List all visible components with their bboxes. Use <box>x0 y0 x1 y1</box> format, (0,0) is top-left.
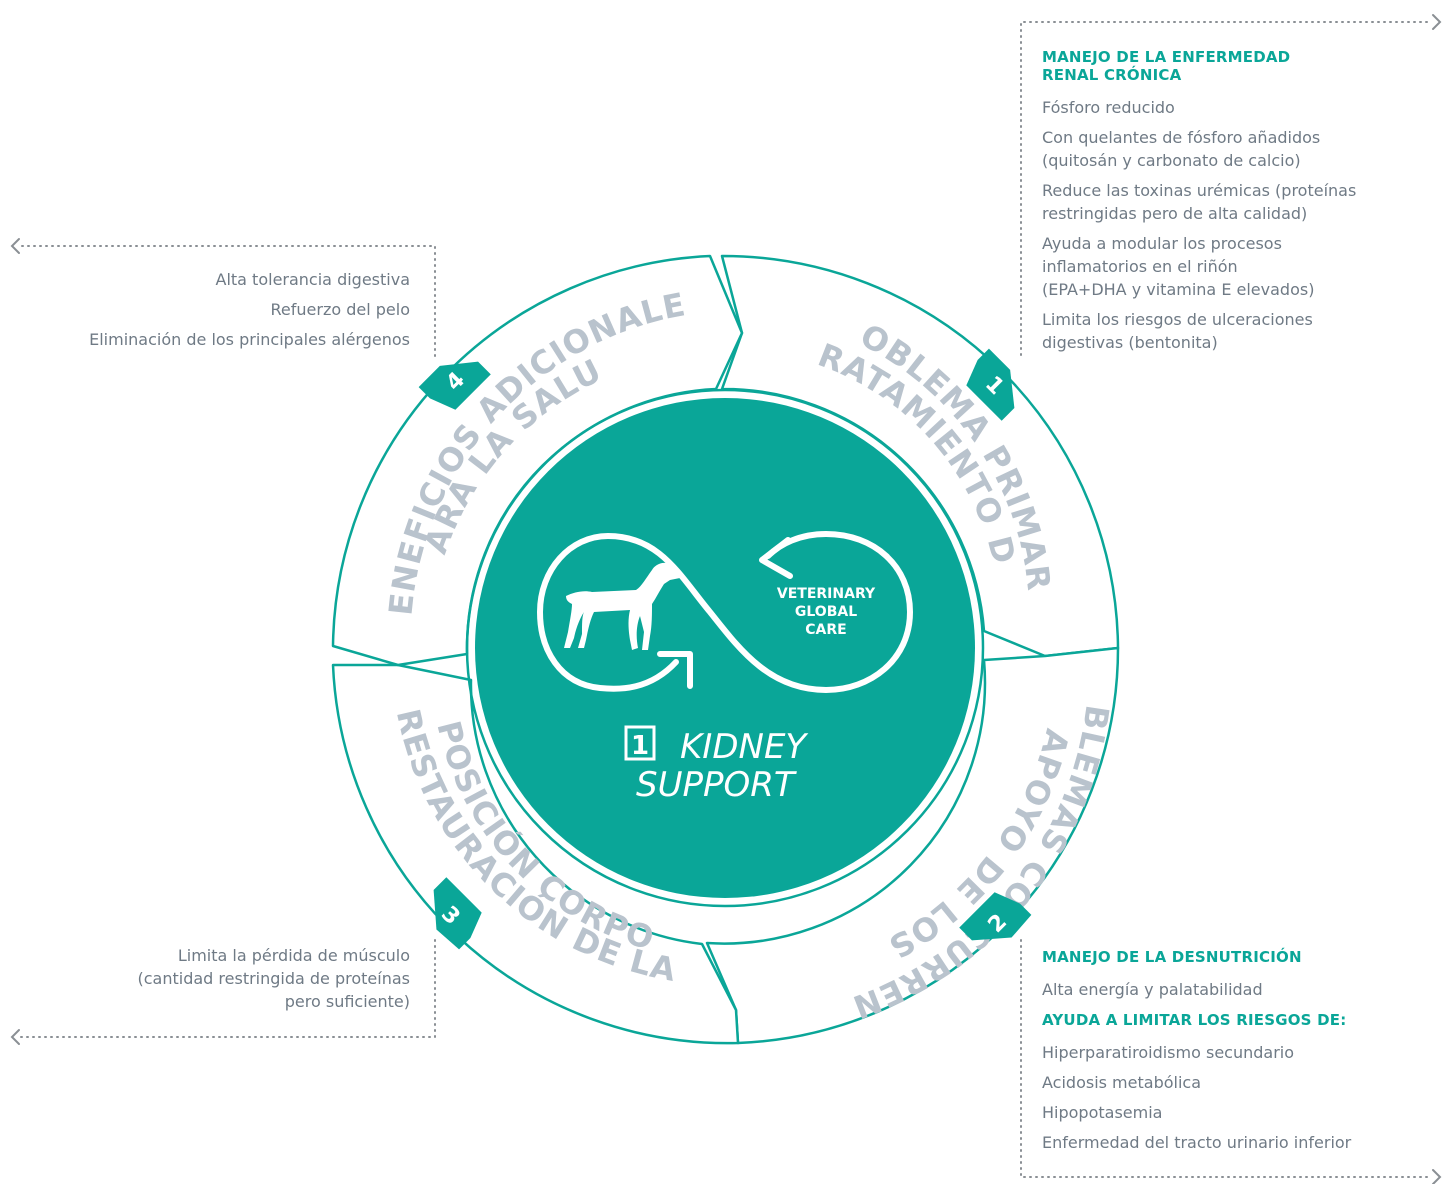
panel-2-risk-item: Hipopotasemia <box>1042 1103 1163 1122</box>
badge-2: 2 <box>959 892 1032 941</box>
connector-arrowheads <box>10 14 1442 1184</box>
panel-1-item-text: inflamatorios en el riñón <box>1042 257 1238 276</box>
panel-4-item: Refuerzo del pelo <box>270 300 410 319</box>
segment-3-outline <box>331 663 740 1045</box>
vgc-line1: VETERINARY <box>777 586 876 602</box>
panel-1-item: Ayuda a modular los procesos inflamatori… <box>1042 232 1422 301</box>
panel-2-risk-item: Acidosis metabólica <box>1042 1073 1201 1092</box>
panel-2-item: Alta energía y palatabilidad <box>1042 980 1263 999</box>
panel-1-item: Con quelantes de fósforo añadidos (quito… <box>1042 126 1422 172</box>
panel-3-item-text: (cantidad restringida de proteínas <box>137 969 411 988</box>
panel-1-heading-line1: MANEJO DE LA ENFERMEDAD <box>1042 48 1291 66</box>
vgc-badge-text: VETERINARY GLOBAL CARE <box>777 586 876 638</box>
vgc-line3: CARE <box>805 622 846 638</box>
product-name-line2: SUPPORT <box>636 765 797 805</box>
panel-1-item-text: Ayuda a modular los procesos <box>1042 234 1282 253</box>
panel-concurrent-problems: MANEJO DE LA DESNUTRICIÓN Alta energía y… <box>1042 948 1422 1161</box>
panel-2-heading: MANEJO DE LA DESNUTRICIÓN <box>1042 948 1302 966</box>
connector-lines <box>17 21 1431 1178</box>
panel-primary-problem: MANEJO DE LA ENFERMEDAD RENAL CRÓNICA Fó… <box>1042 48 1422 361</box>
panel-1-item: Limita los riesgos de ulceraciones diges… <box>1042 308 1422 354</box>
vgc-line2: GLOBAL <box>795 604 857 620</box>
inner-ring <box>465 388 985 908</box>
panel-1-item: Reduce las toxinas urémicas (proteínas r… <box>1042 179 1422 225</box>
badge-4: 4 <box>418 361 491 410</box>
panel-1-item-text: (quitosán y carbonato de calcio) <box>1042 151 1301 170</box>
panel-1-heading-line2: RENAL CRÓNICA <box>1042 66 1182 84</box>
product-name-line1: KIDNEY <box>680 727 808 767</box>
panel-2-risk-item: Hiperparatiroidismo secundario <box>1042 1043 1295 1062</box>
panel-4-item: Eliminación de los principales alérgenos <box>89 330 410 349</box>
panel-1-item-text: Fósforo reducido <box>1042 98 1175 117</box>
ring-segments <box>331 254 1120 1045</box>
infinity-loop-icon <box>536 530 914 694</box>
panel-2-subheading: AYUDA A LIMITAR LOS RIESGOS DE: <box>1042 1011 1347 1029</box>
panel-1-item-text: Con quelantes de fósforo añadidos <box>1042 128 1321 147</box>
badge-3: 3 <box>433 877 482 950</box>
product-logo: 1 KIDNEY SUPPORT <box>624 725 808 805</box>
product-number: 1 <box>631 731 649 761</box>
panel-3-item: Limita la pérdida de músculo (cantidad r… <box>0 944 411 1013</box>
panel-1-item-text: digestivas (bentonita) <box>1042 333 1218 352</box>
center-disc <box>475 398 975 898</box>
panel-3-item-text: pero suficiente) <box>284 992 410 1011</box>
panel-1-item: Fósforo reducido <box>1042 96 1422 119</box>
panel-4-item: Alta tolerancia digestiva <box>215 270 411 289</box>
badge-1: 1 <box>966 348 1015 421</box>
panel-body-composition: Limita la pérdida de músculo (cantidad r… <box>0 944 411 1020</box>
panel-3-item-text: Limita la pérdida de músculo <box>177 946 410 965</box>
panel-1-item-text: Reduce las toxinas urémicas (proteínas <box>1042 181 1357 200</box>
panel-additional-benefits: Alta tolerancia digestiva Refuerzo del p… <box>0 268 410 358</box>
dog-icon <box>564 562 680 650</box>
arrowhead-icons <box>657 537 793 689</box>
panel-1-item-text: (EPA+DHA y vitamina E elevados) <box>1042 280 1315 299</box>
panel-1-heading: MANEJO DE LA ENFERMEDAD RENAL CRÓNICA <box>1042 48 1422 84</box>
panel-1-item-text: restringidas pero de alta calidad) <box>1042 204 1308 223</box>
panel-1-item-text: Limita los riesgos de ulceraciones <box>1042 310 1313 329</box>
panel-2-risk-item: Enfermedad del tracto urinario inferior <box>1042 1133 1352 1152</box>
